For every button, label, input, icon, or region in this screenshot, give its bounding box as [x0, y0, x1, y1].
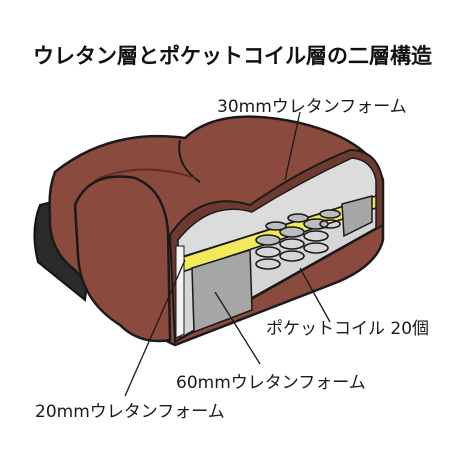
urethane-60mm-block-back [341, 195, 373, 238]
leather-front-end [73, 175, 172, 343]
leader-lines [124, 111, 331, 397]
label-pocket-coil: ポケットコイル 20個 [266, 319, 430, 339]
label-urethane-60mm: 60mmウレタンフォーム [176, 373, 366, 393]
urethane-30mm-layer [177, 157, 377, 260]
diagram-title: ウレタン層とポケットコイル層の二層構造 [33, 44, 432, 68]
label-urethane-20mm: 20mmウレタンフォーム [35, 402, 225, 422]
urethane-60mm-block-front [191, 248, 253, 334]
urethane-20mm-side [175, 245, 185, 339]
leather-seam [178, 139, 201, 183]
pocket-coil-springs [255, 209, 341, 270]
leather-seam [94, 168, 196, 181]
label-urethane-30mm: 30mmウレタンフォーム [217, 97, 407, 117]
